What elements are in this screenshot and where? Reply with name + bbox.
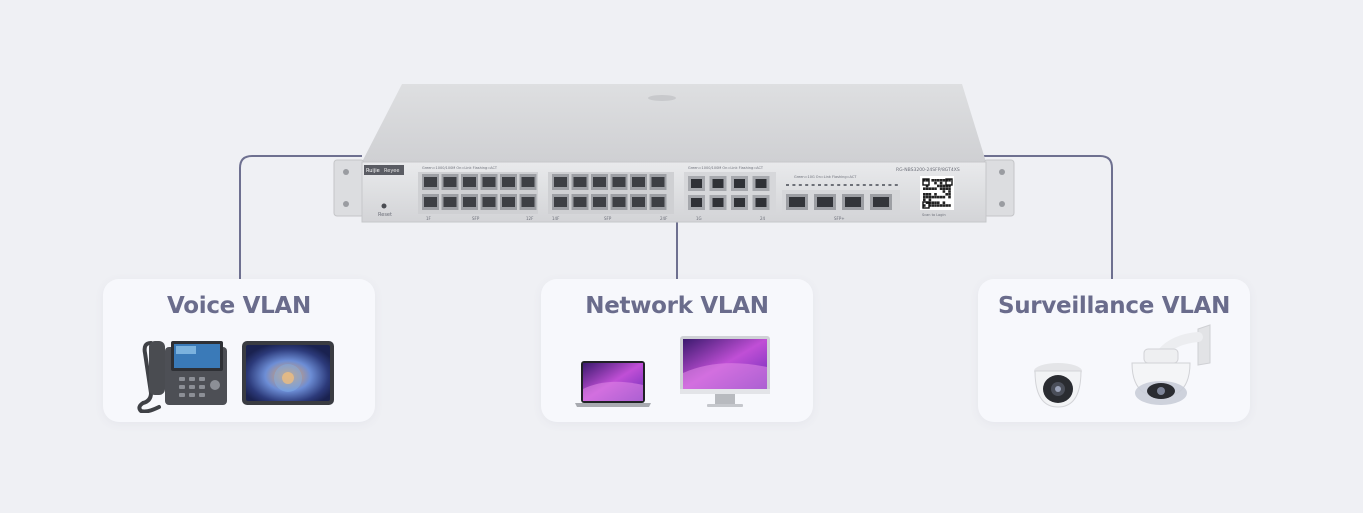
rack-ear-right	[983, 159, 1015, 217]
status-led	[888, 184, 892, 186]
tablet-icon	[242, 341, 334, 405]
status-text-right: Green=10G On=Link Flashing=ACT	[794, 175, 857, 179]
status-led	[856, 184, 860, 186]
status-text-mid: Green=1000/100M On=Link Flashing=ACT	[688, 166, 764, 170]
status-led	[894, 184, 898, 186]
laptop-icon	[575, 361, 651, 407]
vlan-title-network: Network VLAN	[585, 293, 769, 319]
qr-caption: Scan to Login	[922, 213, 946, 217]
switch-sub-brand: Reyee	[384, 168, 399, 174]
vlan-card-network: Network VLAN	[541, 279, 813, 422]
vlan-title-surveillance: Surveillance VLAN	[997, 293, 1231, 319]
port-label-1g: 1G	[696, 216, 702, 221]
reset-label: Reset	[378, 212, 392, 218]
connector-surveillance	[984, 155, 1113, 279]
dome-camera-icon	[1034, 363, 1082, 408]
status-led	[862, 184, 866, 186]
status-text-left: Green=1000/100M On=Link Flashing=ACT	[422, 166, 498, 170]
qr-code-icon	[920, 176, 954, 210]
port-label-12f: 12F	[526, 216, 534, 221]
status-led	[830, 184, 834, 186]
connector-voice	[239, 155, 362, 279]
rack-ear-left	[333, 159, 365, 217]
status-led	[875, 184, 879, 186]
port-label-24f: 24F	[660, 216, 668, 221]
port-label-14f: 14F	[552, 216, 560, 221]
port-label-24: 24	[760, 216, 766, 221]
port-label-sfp-a: SFP	[472, 216, 480, 221]
status-led	[798, 184, 802, 186]
network-switch: Ruijie Reyee Reset Green=1000/100M On=Li…	[333, 84, 1015, 223]
port-label-1f: 1F	[426, 216, 432, 221]
status-led	[843, 184, 847, 186]
switch-brand: Ruijie	[366, 168, 380, 174]
status-led	[792, 184, 796, 186]
status-led	[824, 184, 828, 186]
status-led	[818, 184, 821, 186]
ip-phone-icon	[137, 341, 227, 413]
status-led	[837, 184, 841, 186]
status-led	[811, 184, 815, 186]
switch-model: RG-NBS3200-24SFP/8GT4XS	[896, 167, 960, 173]
vlan-title-voice: Voice VLAN	[167, 293, 311, 319]
switch-top-panel	[362, 84, 986, 162]
port-label-sfp-b: SFP	[604, 216, 612, 221]
status-led	[786, 184, 789, 186]
status-led	[850, 184, 853, 186]
status-led	[869, 184, 873, 186]
ptz-camera-icon	[1131, 324, 1211, 405]
desktop-monitor-icon	[680, 336, 770, 407]
status-led	[805, 184, 809, 186]
vlan-card-voice: Voice VLAN	[103, 279, 375, 422]
sfp-plus-label: SFP+	[834, 216, 845, 221]
vlan-card-surveillance: Surveillance VLAN	[978, 279, 1250, 422]
status-led	[882, 184, 885, 186]
